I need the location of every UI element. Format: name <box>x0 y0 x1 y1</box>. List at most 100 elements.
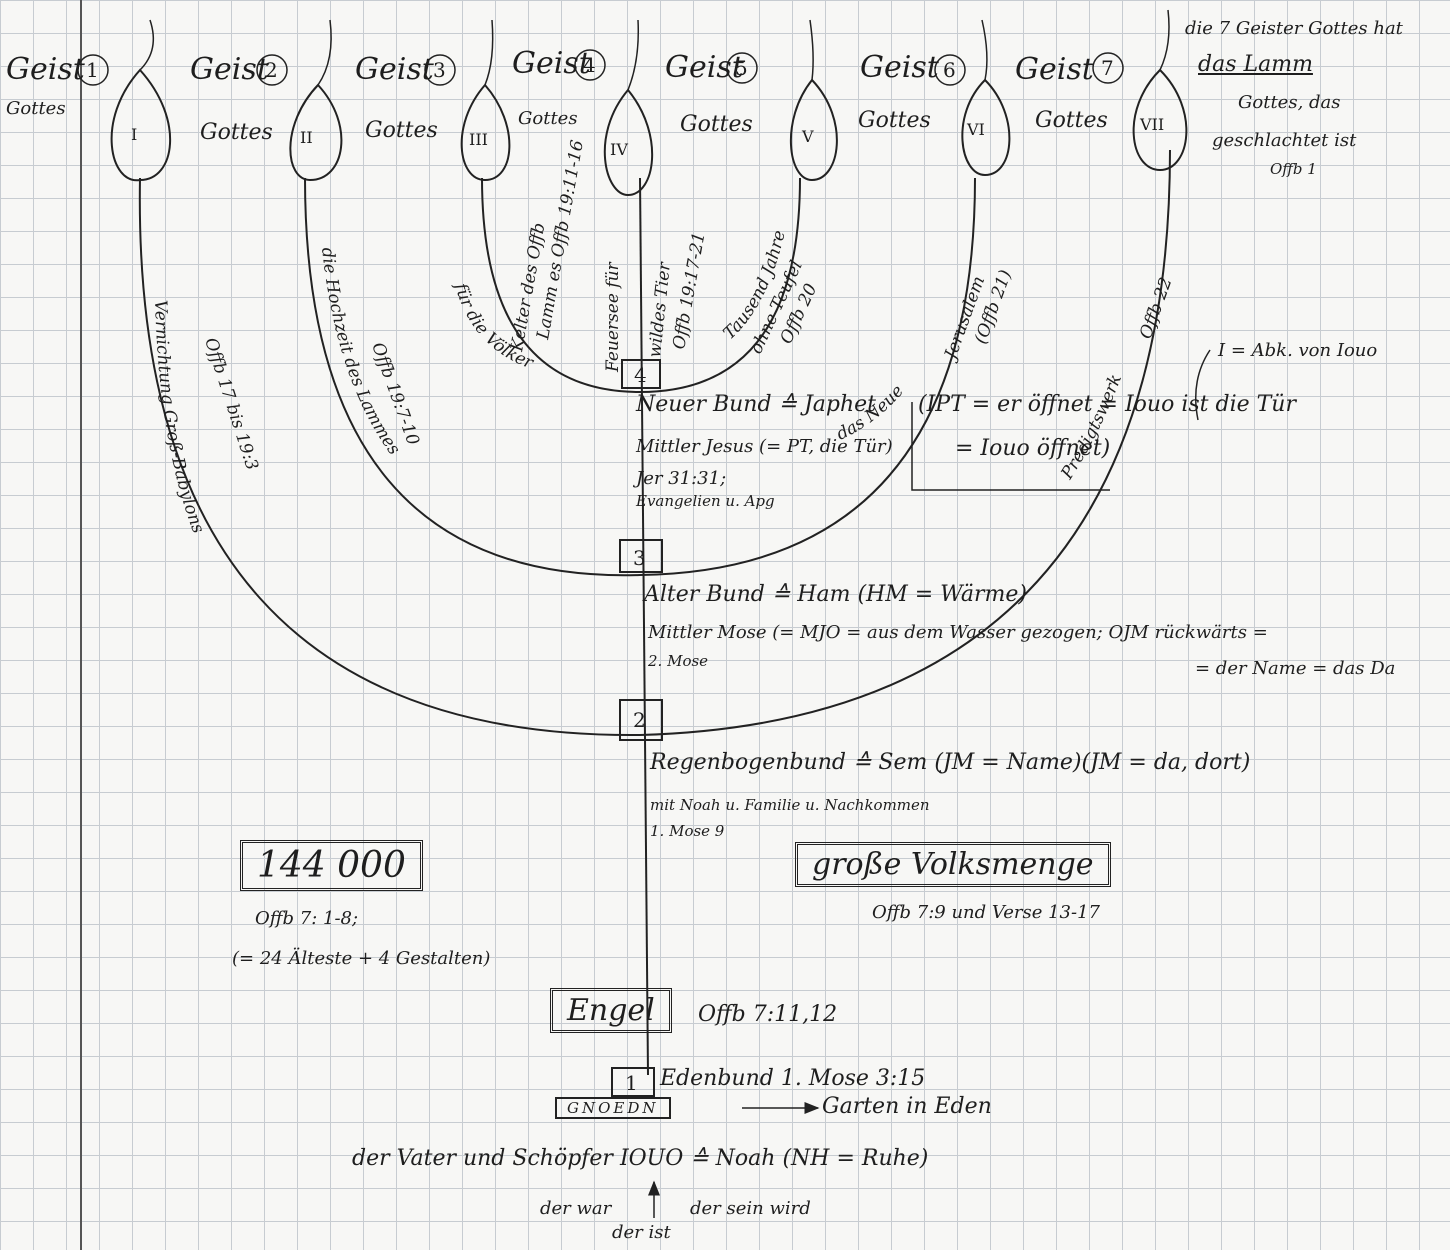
corner-note-line-3: Gottes, das <box>1238 92 1341 113</box>
gottes-label-1: Gottes <box>6 98 66 119</box>
group-144000: 144 000 <box>240 840 423 891</box>
group-volksmenge-ref: Offb 7:9 und Verse 13-17 <box>872 902 1100 923</box>
svg-text:3: 3 <box>433 58 446 82</box>
group-144000-note: (= 24 Älteste + 4 Gestalten) <box>232 948 491 969</box>
covenant-2-title: Regenbogenbund ≙ Sem (JM = Name)(JM = da… <box>650 750 1251 775</box>
gottes-label-5: Gottes <box>680 112 753 137</box>
covenant-2-ref: 1. Mose 9 <box>650 822 725 840</box>
geist-label-5: Geist <box>665 50 744 85</box>
geist-label-1: Geist <box>6 52 85 87</box>
geist-label-7: Geist <box>1015 52 1094 87</box>
svg-text:6: 6 <box>943 58 956 82</box>
garden-label: Garten in Eden <box>822 1094 992 1119</box>
branch-arc-2-right <box>639 177 976 576</box>
covenant-3-mediator-b: = der Name = das Da <box>1195 658 1396 679</box>
svg-text:I: I <box>131 125 137 144</box>
gottes-label-4: Gottes <box>518 108 578 129</box>
branch-arc-3 <box>481 177 641 393</box>
geist-label-3: Geist <box>355 52 434 87</box>
svg-text:7: 7 <box>1101 56 1114 80</box>
covenant-4-mediator-b: = Iouo öffnet) <box>955 436 1111 461</box>
branch-arc-2 <box>304 177 641 577</box>
svg-text:1: 1 <box>625 1071 638 1095</box>
branch-arc-1 <box>138 177 641 737</box>
iouo-abbreviation: I = Abk. von Iouo <box>1218 340 1378 361</box>
svg-text:1: 1 <box>86 58 99 82</box>
covenant-4-title: Neuer Bund ≙ Japhet <box>636 392 877 417</box>
covenant-3-ref: 2. Mose <box>648 652 709 670</box>
lamp-6: VI <box>961 19 1011 177</box>
circle-num-4: 4 <box>574 49 606 81</box>
circle-num-6: 6 <box>934 54 966 86</box>
iouo-bracket <box>911 402 1110 491</box>
stem-box-4: 4 <box>621 359 661 389</box>
label-der-war: der war <box>540 1198 612 1219</box>
svg-text:VII: VII <box>1139 115 1164 134</box>
svg-text:2: 2 <box>265 58 278 82</box>
arc-label-7: Predigtswerk <box>1057 372 1126 484</box>
svg-text:5: 5 <box>735 56 748 80</box>
margin-line <box>80 0 82 1250</box>
covenant-3-title: Alter Bund ≙ Ham (HM = Wärme) <box>644 582 1027 607</box>
arc-label-4c: Offb 19:17-21 <box>669 231 709 351</box>
lamp-7: VII <box>1132 9 1188 172</box>
svg-text:2: 2 <box>633 708 646 732</box>
gottes-label-6: Gottes <box>858 108 931 133</box>
covenant-4-ref-b: Evangelien u. Apg <box>636 492 775 510</box>
geist-label-2: Geist <box>190 52 269 87</box>
svg-text:IV: IV <box>610 140 628 159</box>
covenant-1-title: Edenbund 1. Mose 3:15 <box>660 1066 926 1091</box>
lamp-1: I <box>110 19 172 182</box>
corner-note-line-4: geschlachtet ist <box>1212 130 1357 151</box>
group-144000-ref: Offb 7: 1-8; <box>255 908 359 929</box>
circle-num-1: 1 <box>77 54 109 86</box>
covenant-4-meaning: (IPT = er öffnet = Iouo ist die Tür <box>918 392 1296 417</box>
geist-label-4: Geist <box>512 46 591 81</box>
lamp-2: II <box>289 19 343 182</box>
circle-num-5: 5 <box>726 52 758 84</box>
covenant-4-mediator: Mittler Jesus (= PT, die Tür) <box>636 436 893 457</box>
arc-label-1b: Offb 17 bis 19:3 <box>200 335 262 472</box>
lamp-5: V <box>790 19 838 182</box>
corner-note-line-1: die 7 Geister Gottes hat <box>1185 18 1403 39</box>
circle-num-2: 2 <box>256 54 288 86</box>
stem-box-1: 1 <box>611 1067 655 1097</box>
svg-text:4: 4 <box>634 363 647 387</box>
circle-num-3: 3 <box>424 54 456 86</box>
father-line: der Vater und Schöpfer IOUO ≙ Noah (NH =… <box>352 1146 929 1171</box>
covenant-3-mediator: Mittler Mose (= MJO = aus dem Wasser gez… <box>648 622 1268 643</box>
group-volksmenge: große Volksmenge <box>795 842 1111 887</box>
corner-note-line-2: das Lamm <box>1198 52 1313 77</box>
lamp-3: III <box>460 19 511 182</box>
svg-text:III: III <box>469 130 488 149</box>
group-engel: Engel <box>550 988 672 1033</box>
corner-note-line-5: Offb 1 <box>1270 160 1317 178</box>
covenant-4-ref: Jer 31:31; <box>636 468 727 489</box>
arc-label-1: Vernichtung Groß-Babylons <box>150 300 208 537</box>
menorah-stem <box>639 177 649 1076</box>
arc-label-4: Feuersee für <box>603 261 623 373</box>
svg-text:3: 3 <box>633 546 646 570</box>
gottes-label-2: Gottes <box>200 120 273 145</box>
branch-arc-1-right <box>639 149 1171 736</box>
lamp-4: IV <box>603 19 654 197</box>
svg-text:4: 4 <box>583 53 596 77</box>
group-engel-ref: Offb 7:11,12 <box>698 1002 838 1027</box>
svg-text:VI: VI <box>966 120 985 139</box>
gottes-label-7: Gottes <box>1035 108 1108 133</box>
svg-text:II: II <box>300 128 313 147</box>
circle-num-7: 7 <box>1092 52 1124 84</box>
svg-text:V: V <box>801 127 814 146</box>
iouo-pointer <box>1195 349 1211 421</box>
branch-arc-3-right <box>639 177 801 393</box>
garden-box: GNOEDN <box>555 1097 671 1119</box>
label-der-ist: der ist <box>612 1222 671 1243</box>
label-der-sein-wird: der sein wird <box>690 1198 811 1219</box>
stem-box-2: 2 <box>619 699 663 741</box>
gottes-label-3: Gottes <box>365 118 438 143</box>
covenant-2-with: mit Noah u. Familie u. Nachkommen <box>650 796 930 814</box>
stem-box-3: 3 <box>619 539 663 573</box>
arc-label-7b: Offb 22 <box>1136 275 1177 342</box>
geist-label-6: Geist <box>860 50 939 85</box>
